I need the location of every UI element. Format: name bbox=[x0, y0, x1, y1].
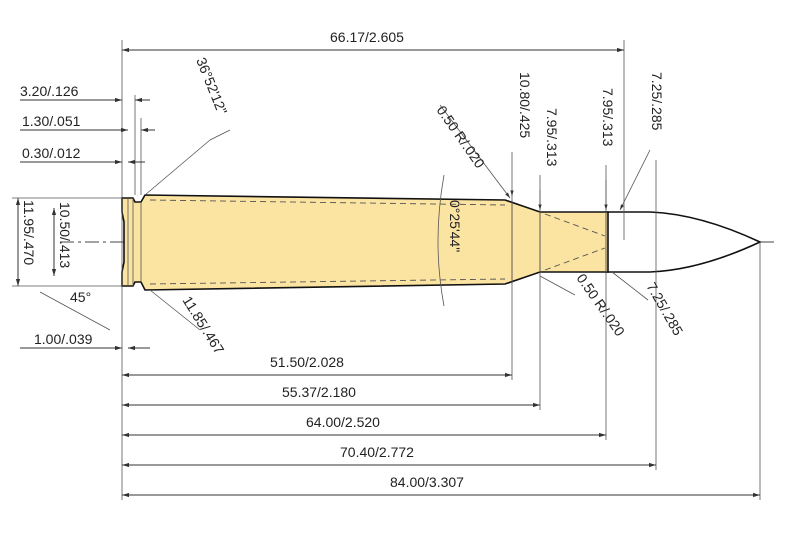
label-oal: 66.17/2.605 bbox=[330, 29, 404, 45]
label-rim-dia: 11.95/.470 bbox=[21, 200, 37, 265]
label-bullet-dia: 7.25/.285 bbox=[649, 72, 665, 131]
label-groove-w: 1.30/.051 bbox=[22, 113, 81, 129]
label-len-case: 64.00/2.520 bbox=[306, 414, 380, 430]
label-len-ogive: 70.40/2.772 bbox=[340, 444, 414, 460]
label-radius-bottom: 0.50 R/.020 bbox=[574, 271, 629, 340]
leader-bullet-dia-bottom bbox=[611, 271, 649, 301]
arc-taper bbox=[437, 174, 445, 307]
label-base-dia: 10.50/.413 bbox=[57, 202, 73, 268]
bullet-shape bbox=[605, 211, 762, 273]
label-chamfer-angle: 45° bbox=[70, 289, 91, 305]
taper-dash-bot bbox=[149, 278, 506, 285]
neck-dash-top bbox=[544, 213, 606, 237]
label-groove-dia: 11.85/.467 bbox=[179, 293, 227, 357]
leader-groove-dia bbox=[149, 289, 201, 331]
leader-radius-bottom bbox=[539, 275, 576, 296]
leader-radius-top bbox=[439, 104, 511, 199]
label-groove-off: 0.30/.012 bbox=[22, 145, 81, 161]
label-shoulder-angle: 36°52'12" bbox=[193, 55, 230, 117]
label-len-shoulder: 51.50/2.028 bbox=[270, 354, 344, 370]
leader-chamfer bbox=[39, 291, 111, 331]
leader-bullet-dia bbox=[619, 149, 651, 211]
label-len-neck-start: 55.37/2.180 bbox=[282, 384, 356, 400]
label-taper-angle: 0°25'44" bbox=[447, 200, 463, 252]
label-neck-dia: 7.95/.313 bbox=[544, 108, 560, 167]
label-neck-dia-outer: 7.95/.313 bbox=[600, 88, 616, 147]
taper-dash-top bbox=[149, 199, 506, 206]
neck-dash-bot bbox=[544, 247, 606, 271]
leader-shoulder-angle2 bbox=[209, 129, 231, 141]
label-len-total: 84.00/3.307 bbox=[390, 474, 464, 490]
label-bullet-dia-bottom: 7.25/.285 bbox=[643, 280, 686, 339]
label-chamfer-len: 1.00/.039 bbox=[34, 331, 93, 347]
case-body bbox=[121, 194, 609, 291]
leader-shoulder-angle bbox=[144, 139, 211, 196]
label-radius-top: 0.50 R/.020 bbox=[434, 103, 489, 172]
label-neck-start-dia: 10.80/.425 bbox=[517, 72, 533, 138]
label-rim-thick: 3.20/.126 bbox=[20, 83, 79, 99]
